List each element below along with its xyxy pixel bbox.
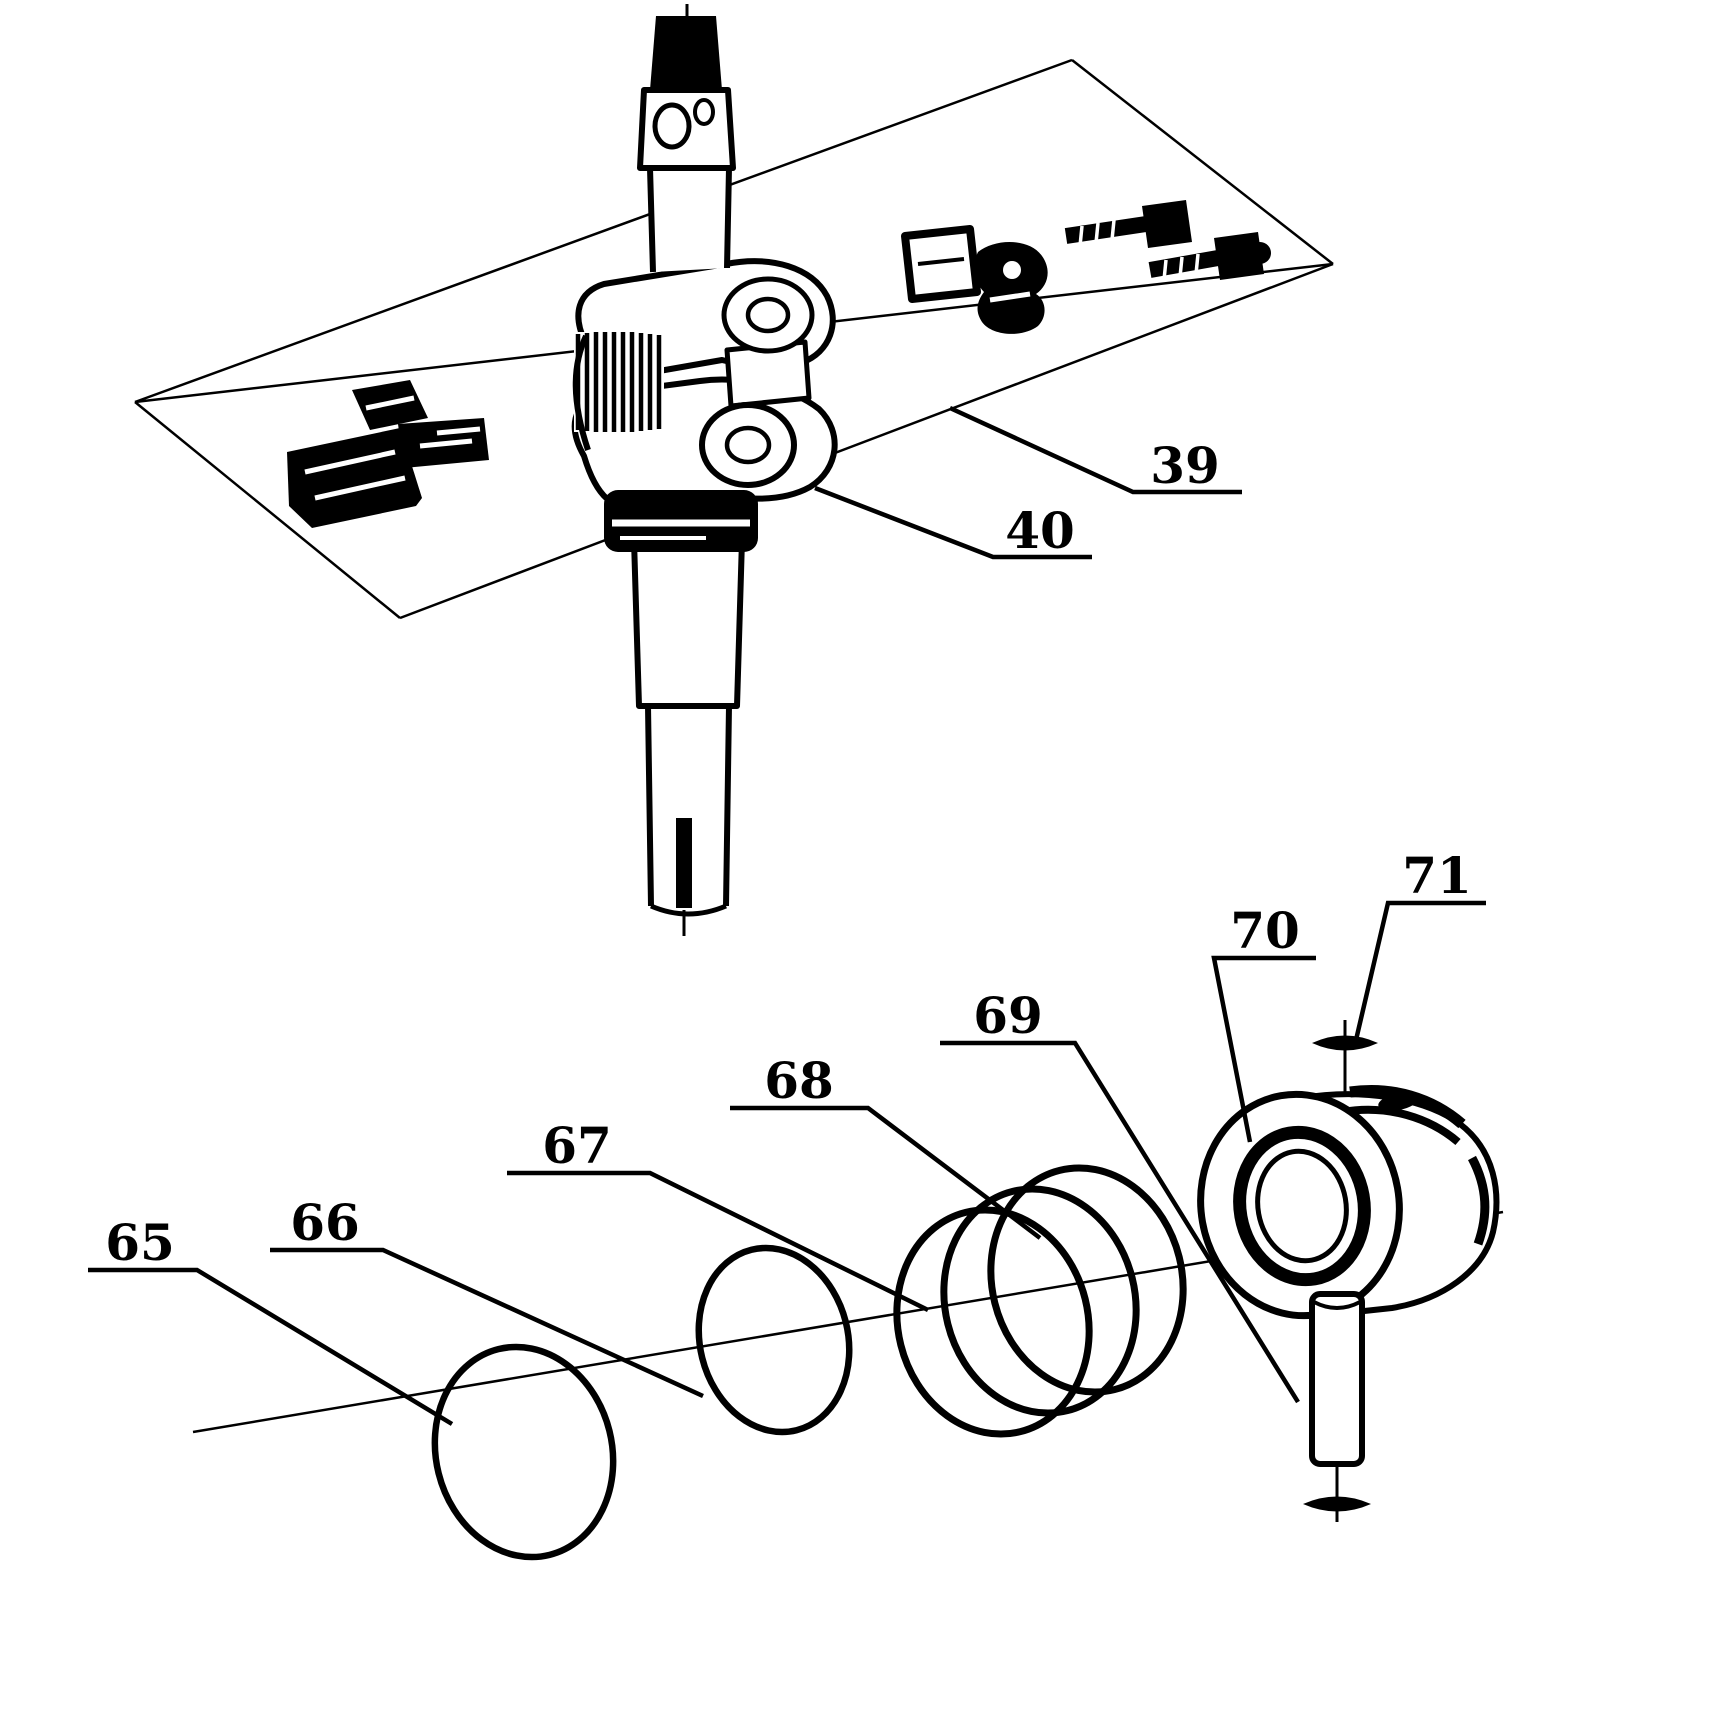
cap-arm-slots [419, 426, 481, 449]
output-shaft-lower [645, 703, 732, 907]
pin-clip-top [1312, 1035, 1378, 1051]
bolt1-threads [1078, 219, 1116, 247]
bolt-parts [1064, 200, 1271, 281]
callout-67-leader [507, 1170, 929, 1313]
callout-67: 67 [507, 1116, 929, 1313]
callout-66-label: 66 [290, 1193, 360, 1252]
piston-groove-3 [1467, 1155, 1490, 1246]
clip-bracket-part [901, 225, 1048, 334]
crank-web-upper-boss-inner [745, 296, 791, 334]
pin-end-arc [1313, 1300, 1361, 1310]
callout-71-leader [1353, 900, 1486, 1041]
journal-small-hole [693, 98, 715, 126]
callout-65-label: 65 [105, 1213, 175, 1272]
pin-clip-bottom [1303, 1496, 1371, 1512]
callout-69: 69 [940, 986, 1300, 1404]
upper-assembly: 39 40 [134, 4, 1334, 936]
plane-edge-bottom [399, 262, 1334, 620]
retaining-ring-65 [431, 1343, 617, 1561]
bolt1-shaft [1064, 216, 1148, 244]
piston-ring-1 [893, 1206, 1093, 1438]
upper-journal-lower [647, 165, 732, 273]
piston-pin [1309, 1291, 1365, 1467]
callout-69-leader [940, 1040, 1300, 1404]
callout-66-leader [270, 1247, 704, 1399]
bearing-cap-part [287, 380, 489, 528]
piston-ring-2 [940, 1185, 1140, 1417]
callout-68-label: 68 [764, 1051, 834, 1110]
machined-face-edge [572, 334, 591, 451]
clip-hole [1003, 261, 1021, 279]
clip-body [974, 241, 1048, 334]
callout-40: 40 [814, 485, 1092, 560]
callout-65-leader [88, 1267, 454, 1426]
threaded-tip [650, 16, 722, 90]
bracket-inner-line [917, 257, 965, 266]
lower-assembly: 65 66 67 68 69 70 71 [88, 846, 1504, 1561]
bolt1-head [1142, 200, 1192, 248]
crank-web-machined-face [572, 332, 664, 451]
bolt2-threads [1162, 253, 1200, 281]
plane-edge-top-left [134, 58, 1073, 404]
crank-web-upper-boss [721, 276, 815, 354]
callout-70-leader [1211, 955, 1316, 1143]
callout-67-label: 67 [542, 1116, 612, 1175]
callout-39-leader [949, 405, 1242, 495]
callout-40-label: 40 [1005, 501, 1075, 560]
callout-71: 71 [1353, 846, 1486, 1041]
bolt2-shaft [1148, 250, 1220, 278]
callout-70-label: 70 [1230, 901, 1300, 960]
callout-70: 70 [1211, 901, 1316, 1143]
callout-66: 66 [270, 1193, 704, 1399]
output-shaft-upper [631, 537, 745, 709]
retaining-ring-66 [695, 1244, 853, 1436]
piston-pin-group [1303, 1020, 1378, 1522]
plane-edge-right [1071, 59, 1334, 265]
piston-ring-3 [987, 1164, 1187, 1396]
callout-65: 65 [88, 1213, 454, 1426]
crank-web-lower-hole-inner [724, 425, 772, 465]
callout-69-label: 69 [973, 986, 1043, 1045]
clip-slot [989, 291, 1031, 303]
piston-crown-shade [1378, 1093, 1418, 1111]
crankshaft [571, 4, 838, 936]
callout-68: 68 [730, 1051, 1042, 1240]
journal-cross-hole [652, 102, 692, 150]
bracket-frame [901, 225, 981, 303]
piston-ring-set [893, 1164, 1187, 1438]
callout-39: 39 [949, 405, 1242, 495]
piston-bore-inner [1255, 1148, 1349, 1264]
plane-edge-left [134, 401, 401, 619]
callout-39-label: 39 [1150, 436, 1220, 495]
bolt2-tip [1249, 242, 1271, 264]
cap-top-slot [365, 395, 415, 411]
crank-web-lower-hole [699, 402, 797, 488]
bolt2-head [1214, 232, 1264, 280]
piston-bore-ring [1233, 1125, 1371, 1287]
piston-groove-2 [1341, 1105, 1461, 1146]
cap-body-slots [304, 449, 406, 501]
callout-71-label: 71 [1402, 846, 1472, 905]
keyway-slot [676, 818, 692, 908]
shaft-end-arc [650, 903, 727, 917]
callout-68-leader [730, 1105, 1042, 1240]
callout-40-leader [814, 485, 1092, 560]
